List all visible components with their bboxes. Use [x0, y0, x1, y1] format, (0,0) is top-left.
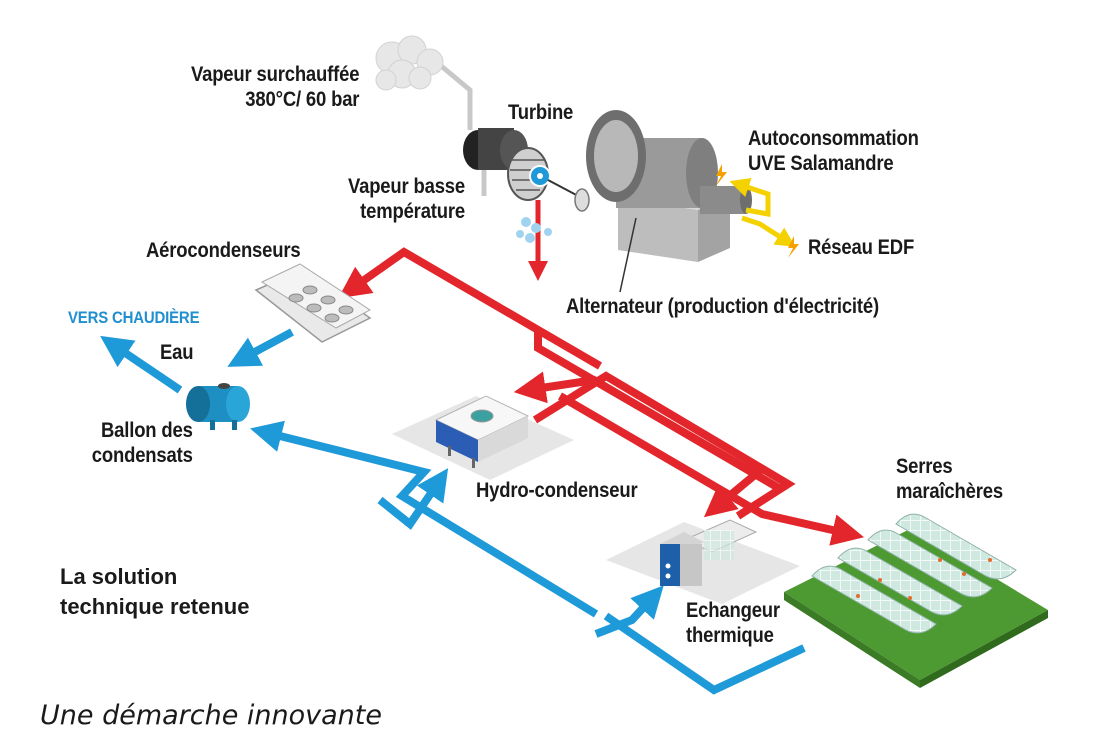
- water-return-to-ballon: [250, 420, 599, 618]
- electric-output-lines: [729, 177, 796, 247]
- label-eau: Eau: [160, 341, 194, 364]
- aerocondenser-icon: [254, 263, 372, 343]
- steam-to-aerocondenser: [338, 247, 603, 370]
- label-vapeur-surchauffee: Vapeur surchauffée 380°C/ 60 bar: [190, 63, 360, 111]
- steam-return-hydro: [532, 371, 796, 520]
- heat-exchanger-icon: [606, 519, 800, 604]
- steam-to-echangeur: [534, 328, 763, 518]
- turbine-icon: [463, 128, 590, 212]
- lightning-icon: [716, 164, 799, 258]
- water-to-hydro: [377, 468, 449, 530]
- label-vapeur-basse: Vapeur basse température: [347, 175, 465, 223]
- label-serres: Serres maraîchères: [896, 455, 1003, 503]
- label-solution-technique: La solution technique retenue: [60, 564, 250, 619]
- steam-cloud-icon: [375, 35, 444, 91]
- label-reseau-edf: Réseau EDF: [808, 236, 915, 259]
- water-aero-to-ballon: [227, 328, 294, 367]
- water-ballon-to-chaudiere: [100, 335, 183, 394]
- alternator-icon: [586, 110, 752, 262]
- condensate-drops-icon: [516, 217, 552, 243]
- label-aerocondenseurs: Aérocondenseurs: [146, 239, 301, 262]
- hydrocondenser-icon: [392, 395, 574, 480]
- condensate-tank-icon: [186, 383, 250, 430]
- water-flow-lines: [100, 328, 806, 695]
- label-alternateur: Alternateur (production d'électricité): [566, 295, 879, 318]
- water-to-echangeur: [594, 585, 664, 638]
- label-ballon-condensats: Ballon des condensats: [92, 419, 193, 467]
- label-hydro-condenseur: Hydro-condenseur: [476, 479, 638, 502]
- steam-to-serres: [557, 392, 865, 546]
- water-bottom-loop: [603, 612, 806, 695]
- label-echangeur: Echangeur thermique: [686, 599, 780, 647]
- label-vers-chaudiere: VERS CHAUDIÈRE: [68, 308, 200, 327]
- label-autoconsommation: Autoconsommation UVE Salamandre: [748, 127, 919, 175]
- alternator-pointer: [619, 217, 637, 293]
- steam-flow-lines: [338, 200, 865, 546]
- greenhouse-icon: [784, 513, 1048, 688]
- caption: Une démarche innovante: [40, 700, 382, 731]
- label-turbine: Turbine: [508, 101, 574, 124]
